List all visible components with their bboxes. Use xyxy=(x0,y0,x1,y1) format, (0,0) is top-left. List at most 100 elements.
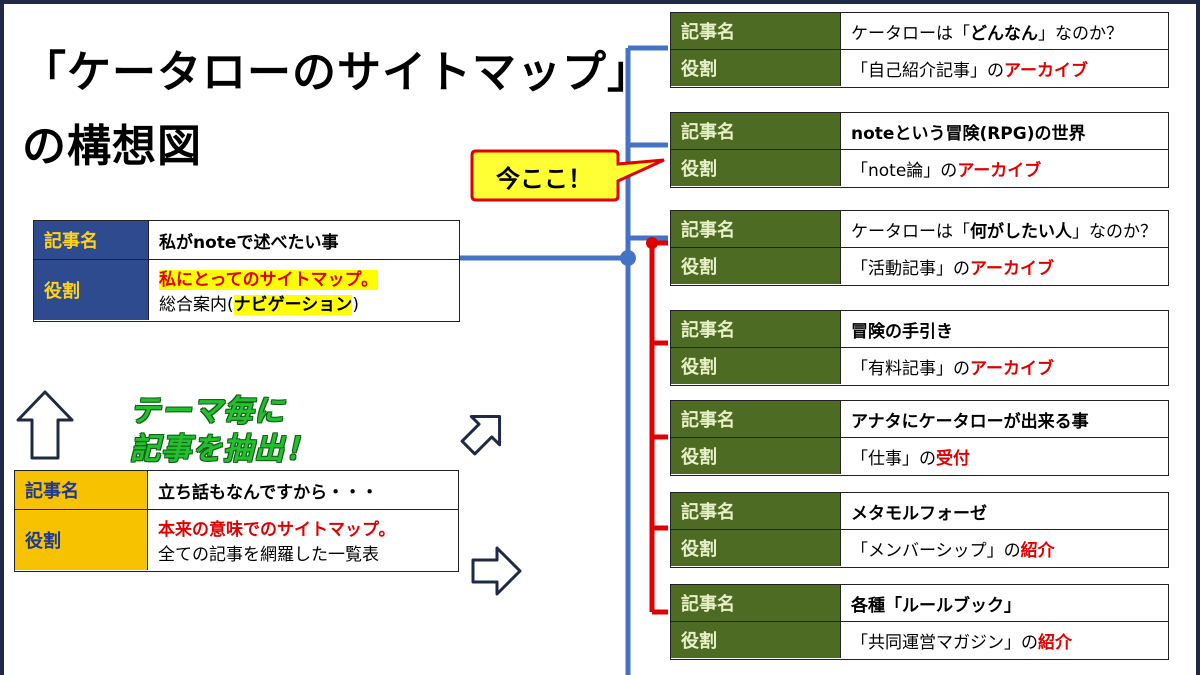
role-red: 受付 xyxy=(936,448,970,469)
role-pre: 「有料記事」の xyxy=(851,358,970,379)
archive-card-4: 記事名冒険の手引き役割「有料記事」のアーカイブ xyxy=(670,310,1169,386)
sitemap-card-role-row: 役割 私にとってのサイトマップ。 総合案内(ナビゲーション) xyxy=(34,259,459,320)
role-pre: 「自己紹介記事」の xyxy=(851,60,1004,81)
archive-card-article: noteという冒険(RPG)の世界 xyxy=(841,113,1168,149)
role-pre: 「メンバーシップ」の xyxy=(851,540,1021,561)
role-label: 役割 xyxy=(34,260,149,320)
role-red: アーカイブ xyxy=(957,160,1042,181)
role-pre: 「note論」の xyxy=(851,160,958,181)
bubble-text: 今ここ！ xyxy=(496,164,592,193)
role-label: 役割 xyxy=(15,510,148,570)
sitemap-card-role-highlight: 私にとってのサイトマップ。 xyxy=(159,270,379,290)
archive-card-role-row: 役割「仕事」の受付 xyxy=(671,437,1168,474)
frame-right xyxy=(1196,0,1200,675)
article-name-label: 記事名 xyxy=(671,211,841,247)
archive-card-role-row: 役割「note論」のアーカイブ xyxy=(671,149,1168,186)
article-bold: アナタにケータローが出来る事 xyxy=(851,411,1089,432)
article-name-label: 記事名 xyxy=(671,585,841,621)
article-pre: ケータローは「 xyxy=(851,221,970,242)
archive-card-role: 「共同運営マガジン」の紹介 xyxy=(841,622,1168,658)
source-card-role-line2: 全ての記事を網羅した一覧表 xyxy=(158,545,379,565)
archive-card-article: ケータローは「どんなん」なのか？ xyxy=(841,13,1168,49)
source-card-role-red: 本来の意味でのサイトマップ。 xyxy=(158,520,396,540)
source-card-article: 立ち話もなんですから・・・ xyxy=(158,482,379,503)
role-label: 役割 xyxy=(671,438,841,474)
callout-line2: 記事を抽出！ xyxy=(130,432,316,467)
sitemap-card-role-pre: 総合案内( xyxy=(159,295,234,315)
up-arrow-icon xyxy=(16,390,74,460)
role-red: アーカイブ xyxy=(970,258,1054,279)
article-post: 」なのか？ xyxy=(1038,23,1123,44)
article-name-label: 記事名 xyxy=(671,401,841,437)
source-card-role: 本来の意味でのサイトマップ。 全ての記事を網羅した一覧表 xyxy=(148,510,458,570)
article-name-label: 記事名 xyxy=(671,13,841,49)
article-bold: メタモルフォーゼ xyxy=(851,503,987,524)
role-red: アーカイブ xyxy=(1004,60,1088,81)
up-right-arrow-icon xyxy=(460,414,502,456)
article-bold: 何がしたい人 xyxy=(970,221,1072,242)
article-name-label: 記事名 xyxy=(671,493,841,529)
archive-card-3: 記事名ケータローは「何がしたい人」なのか？役割「活動記事」のアーカイブ xyxy=(670,210,1169,286)
sitemap-card: 記事名 私がnoteで述べたい事 役割 私にとってのサイトマップ。 総合案内(ナ… xyxy=(33,220,460,322)
archive-card-role: 「活動記事」のアーカイブ xyxy=(841,248,1168,284)
archive-card-article-row: 記事名ケータローは「何がしたい人」なのか？ xyxy=(671,211,1168,247)
role-label: 役割 xyxy=(671,150,841,186)
article-post: 」なのか？ xyxy=(1072,221,1157,242)
article-name-label: 記事名 xyxy=(34,221,149,259)
archive-card-role-row: 役割「共同運営マガジン」の紹介 xyxy=(671,621,1168,658)
archive-card-article-row: 記事名冒険の手引き xyxy=(671,311,1168,347)
sitemap-card-role: 私にとってのサイトマップ。 総合案内(ナビゲーション) xyxy=(149,260,459,320)
callout-line1: テーマ毎に xyxy=(130,394,285,429)
archive-card-5: 記事名アナタにケータローが出来る事役割「仕事」の受付 xyxy=(670,400,1169,476)
article-bold: どんなん xyxy=(970,23,1038,44)
archive-card-article: ケータローは「何がしたい人」なのか？ xyxy=(841,211,1168,247)
role-label: 役割 xyxy=(671,622,841,658)
role-label: 役割 xyxy=(671,248,841,284)
source-card-article-row: 記事名 立ち話もなんですから・・・ xyxy=(15,471,458,509)
article-pre: ケータローは「 xyxy=(851,23,970,44)
archive-card-role: 「自己紹介記事」のアーカイブ xyxy=(841,50,1168,86)
role-red: 紹介 xyxy=(1020,540,1055,561)
source-card: 記事名 立ち話もなんですから・・・ 役割 本来の意味でのサイトマップ。 全ての記… xyxy=(14,470,459,572)
archive-card-article: メタモルフォーゼ xyxy=(841,493,1168,529)
archive-card-role-row: 役割「自己紹介記事」のアーカイブ xyxy=(671,49,1168,86)
archive-card-article-row: 記事名メタモルフォーゼ xyxy=(671,493,1168,529)
article-name-label: 記事名 xyxy=(671,311,841,347)
frame-left xyxy=(0,0,4,675)
page-title-line2: の構想図 xyxy=(22,121,202,172)
archive-card-role: 「メンバーシップ」の紹介 xyxy=(841,530,1168,566)
role-pre: 「共同運営マガジン」の xyxy=(851,632,1038,653)
sitemap-card-article-row: 記事名 私がnoteで述べたい事 xyxy=(34,221,459,259)
page-title-line1: 「ケータローのサイトマップ」 xyxy=(22,47,652,98)
role-red: アーカイブ xyxy=(970,358,1054,379)
role-label: 役割 xyxy=(671,50,841,86)
archive-card-role-row: 役割「メンバーシップ」の紹介 xyxy=(671,529,1168,566)
archive-card-article-row: 記事名ケータローは「どんなん」なのか？ xyxy=(671,13,1168,49)
source-card-role-row: 役割 本来の意味でのサイトマップ。 全ての記事を網羅した一覧表 xyxy=(15,509,458,570)
frame-top xyxy=(0,0,1200,4)
archive-card-article-row: 記事名各種「ルールブック」 xyxy=(671,585,1168,621)
archive-card-role-row: 役割「活動記事」のアーカイブ xyxy=(671,247,1168,284)
right-arrow-icon xyxy=(471,546,522,596)
extract-callout: テーマ毎に 記事を抽出！ xyxy=(130,393,316,469)
archive-card-role: 「有料記事」のアーカイブ xyxy=(841,348,1168,384)
article-bold: 各種「ルールブック」 xyxy=(851,595,1021,616)
archive-card-article-row: 記事名アナタにケータローが出来る事 xyxy=(671,401,1168,437)
archive-card-article: 冒険の手引き xyxy=(841,311,1168,347)
article-bold: noteという冒険(RPG)の世界 xyxy=(851,123,1086,144)
archive-card-article: 各種「ルールブック」 xyxy=(841,585,1168,621)
archive-card-1: 記事名ケータローは「どんなん」なのか？役割「自己紹介記事」のアーカイブ xyxy=(670,12,1169,88)
role-red: 紹介 xyxy=(1038,632,1072,653)
sitemap-card-role-post: ) xyxy=(352,295,359,315)
archive-card-role: 「note論」のアーカイブ xyxy=(841,150,1168,186)
archive-card-7: 記事名各種「ルールブック」役割「共同運営マガジン」の紹介 xyxy=(670,584,1169,660)
speech-bubble-icon xyxy=(470,149,665,202)
archive-card-6: 記事名メタモルフォーゼ役割「メンバーシップ」の紹介 xyxy=(670,492,1169,568)
role-label: 役割 xyxy=(671,530,841,566)
article-name-label: 記事名 xyxy=(671,113,841,149)
article-bold: 冒険の手引き xyxy=(851,321,953,342)
sitemap-card-article: 私がnoteで述べたい事 xyxy=(159,232,339,253)
